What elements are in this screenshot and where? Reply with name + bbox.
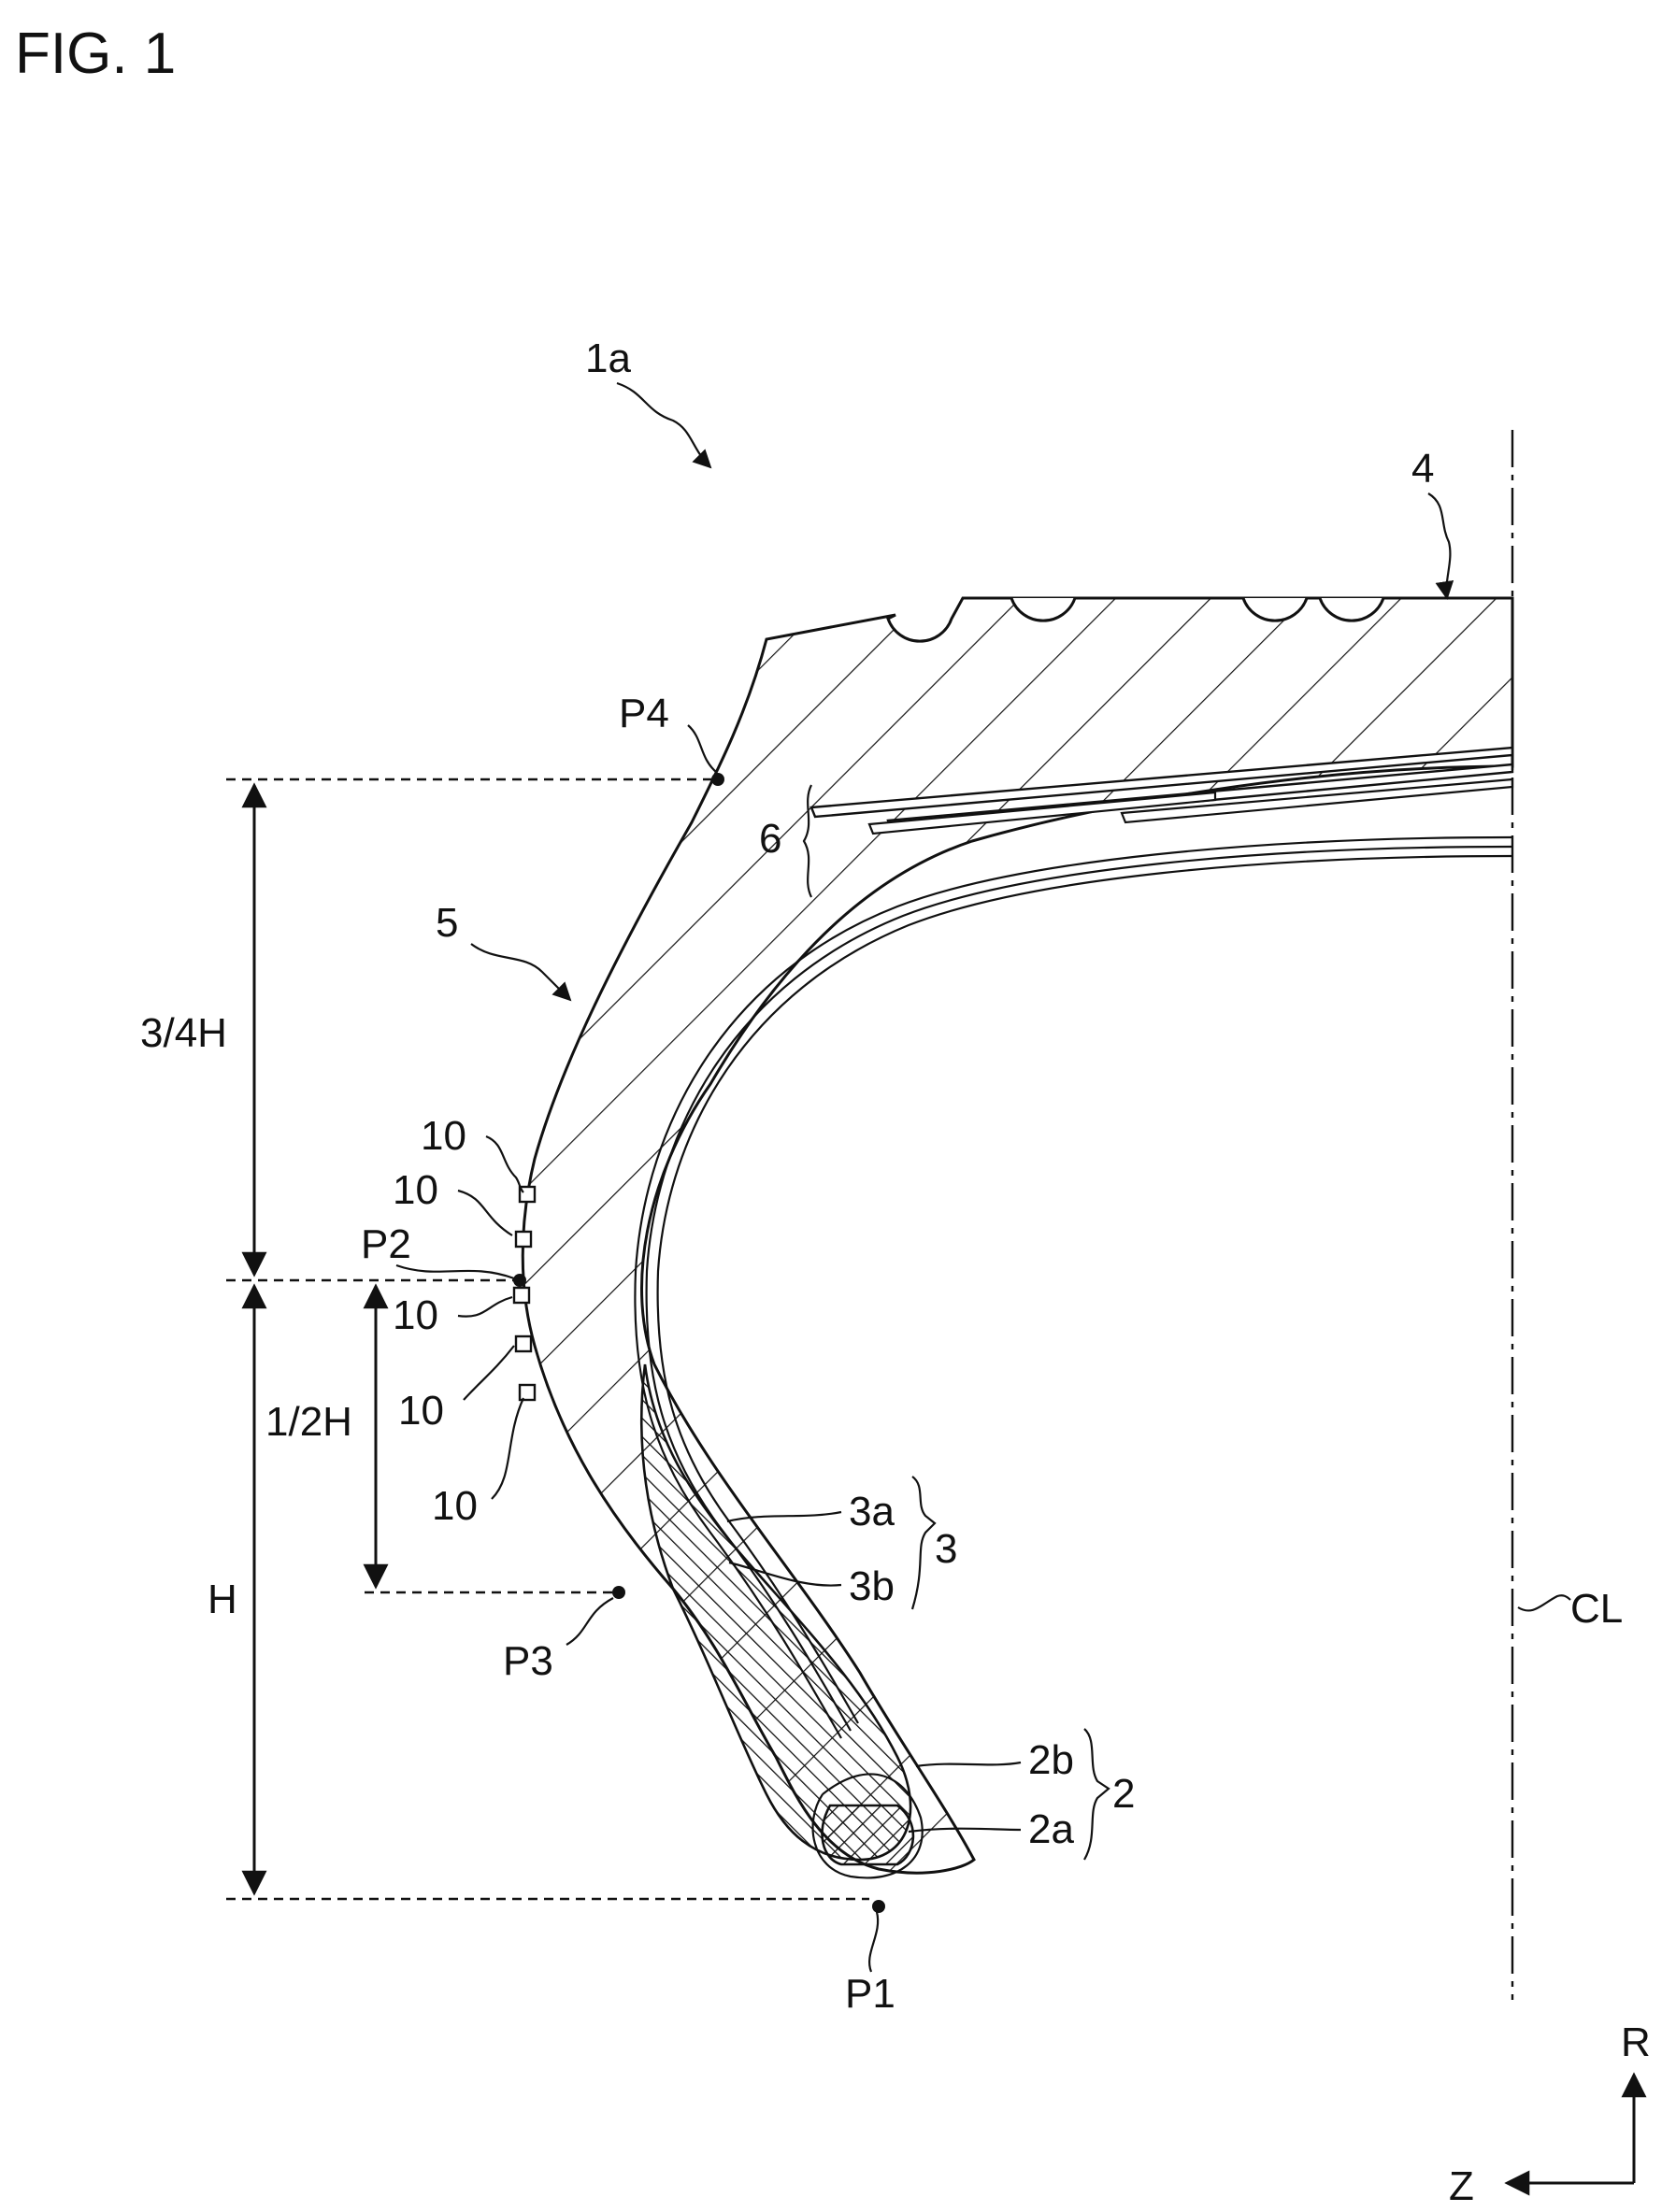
label-bead: 2: [1112, 1771, 1135, 1817]
bead-core: [822, 1805, 912, 1864]
figure-title: FIG. 1: [15, 21, 176, 86]
leader-protrusion: [458, 1191, 512, 1235]
label-h: H: [208, 1577, 237, 1622]
leader-p4: [688, 725, 716, 772]
label-protrusion: 10: [393, 1292, 438, 1338]
leader-protrusion: [458, 1297, 512, 1317]
leader-protrusion: [486, 1136, 523, 1192]
label-p4: P4: [619, 691, 669, 736]
label-p3: P3: [503, 1638, 553, 1684]
label-center-line: CL: [1570, 1586, 1623, 1632]
brace-bead: [1084, 1729, 1109, 1860]
point-p3-marker: [612, 1586, 625, 1599]
label-sidewall: 5: [436, 900, 458, 946]
leader-protrusion: [492, 1398, 523, 1499]
leader-p1: [869, 1912, 878, 1972]
label-carcass-outer: 3b: [849, 1563, 895, 1609]
leader-tread: [1428, 493, 1450, 598]
label-carcass-inner: 3a: [849, 1489, 895, 1534]
brace-carcass: [912, 1477, 935, 1609]
label-bead-filler: 2b: [1028, 1737, 1074, 1783]
label-p1: P1: [845, 1971, 895, 2017]
label-protrusion: 10: [393, 1167, 438, 1213]
label-protrusion: 10: [421, 1113, 466, 1159]
label-three-quarter-h: 3/4H: [140, 1010, 227, 1056]
label-tire: 1a: [585, 335, 631, 381]
label-bead-core: 2a: [1028, 1806, 1074, 1852]
label-tread: 4: [1411, 446, 1434, 492]
label-protrusion: 10: [398, 1388, 444, 1434]
leader-p2: [396, 1265, 514, 1278]
leader-sidewall: [471, 944, 570, 1000]
leader-p3: [566, 1598, 613, 1645]
label-axial-axis: Z: [1449, 2163, 1474, 2209]
leader-center-line: [1518, 1595, 1570, 1610]
label-carcass: 3: [935, 1526, 957, 1572]
label-protrusion: 10: [432, 1483, 478, 1529]
label-radial-axis: R: [1621, 2019, 1651, 2065]
leader-protrusion: [464, 1346, 514, 1400]
label-p2: P2: [361, 1221, 411, 1267]
point-p4-marker: [711, 773, 724, 786]
label-half-h: 1/2H: [265, 1399, 352, 1445]
axis-indicator: R Z: [1449, 2019, 1651, 2209]
leader-bead-filler: [916, 1762, 1021, 1766]
point-p1-marker: [872, 1900, 885, 1913]
label-belt: 6: [759, 816, 781, 862]
leader-tire: [617, 383, 710, 467]
